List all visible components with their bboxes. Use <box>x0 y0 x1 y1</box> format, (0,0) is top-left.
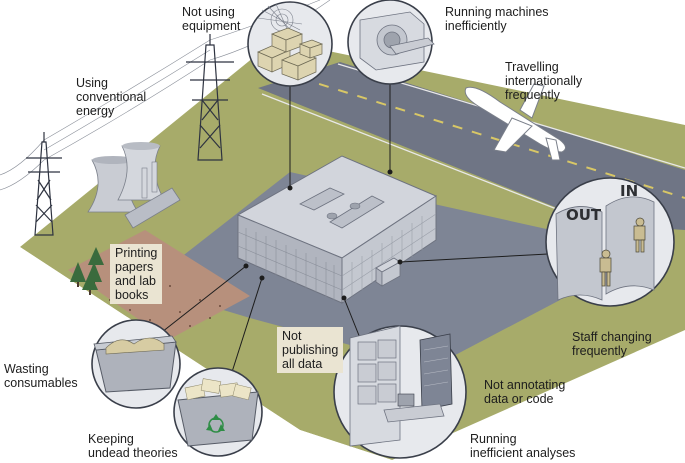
label-travelling: Travelling internationally frequently <box>505 60 583 102</box>
main-building <box>236 155 438 304</box>
trees <box>70 247 104 295</box>
bubble-unused-equipment <box>247 1 333 87</box>
label-not-annotating: Not annotating data or code <box>484 378 566 406</box>
power-pylon-icon <box>186 34 234 161</box>
bubble-turnstile: OUT IN <box>545 177 675 307</box>
bubble-machine <box>347 0 435 85</box>
label-running-machines: Running machines inefficiently <box>445 5 549 33</box>
label-not-publishing: Not publishing all data <box>277 327 344 373</box>
label-using-energy: Using conventional energy <box>76 76 147 118</box>
bubble-server-room <box>333 325 467 459</box>
recycle-icon <box>206 414 225 433</box>
label-not-using-equipment: Not using equipment <box>182 5 241 33</box>
bubble-recycling <box>173 367 263 457</box>
in-sign: IN <box>620 182 638 200</box>
power-pylon-icon <box>26 132 62 236</box>
cooling-tower-icon <box>87 142 181 229</box>
airplane-icon <box>464 83 566 161</box>
label-wasting: Wasting consumables <box>4 362 78 390</box>
label-keeping-theories: Keeping undead theories <box>88 432 178 460</box>
grass-shade <box>0 247 392 463</box>
leader-lines <box>161 78 549 373</box>
out-sign: OUT <box>566 206 602 224</box>
label-printing: Printing papers and lab books <box>110 244 163 304</box>
label-running-analyses: Running inefficient analyses <box>470 432 576 460</box>
label-staff-changing: Staff changing frequently <box>572 330 652 358</box>
bubble-skip <box>91 319 181 409</box>
